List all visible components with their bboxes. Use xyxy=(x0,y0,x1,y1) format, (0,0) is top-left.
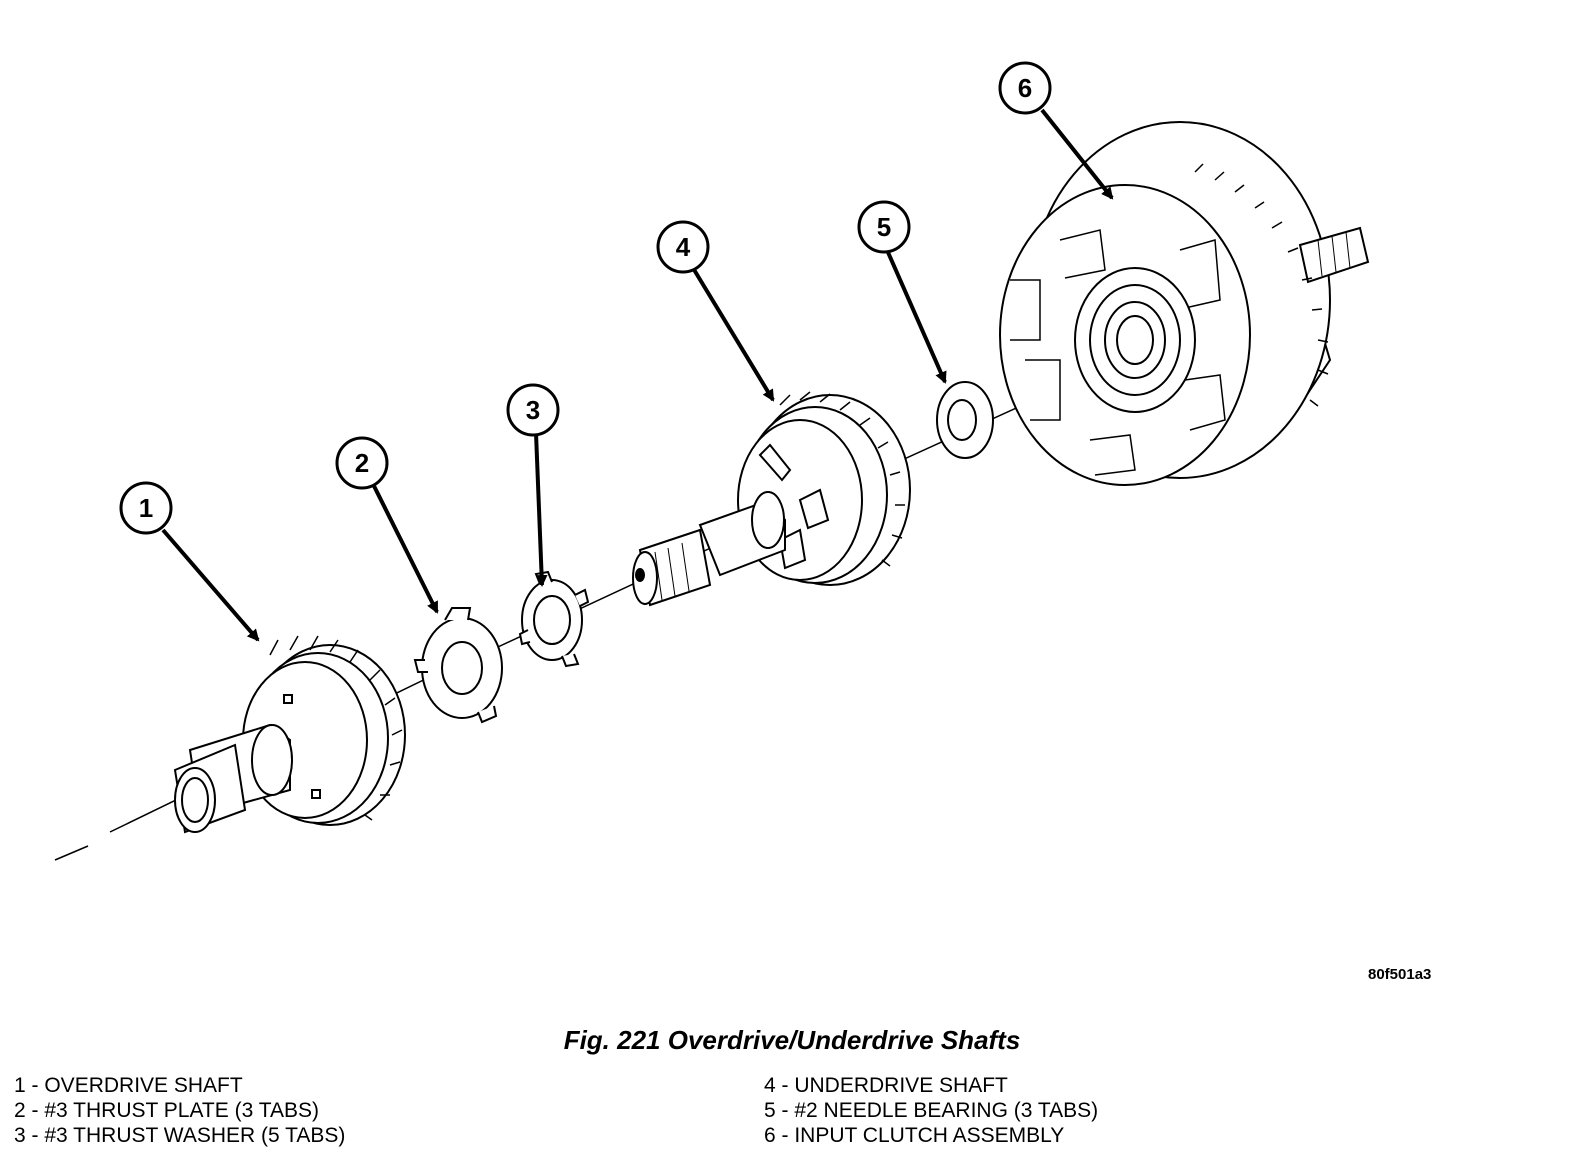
callout-1: 1 xyxy=(119,481,173,535)
legend-text: - #3 THRUST WASHER (5 TABS) xyxy=(25,1124,346,1147)
legend-text: - #3 THRUST PLATE (3 TABS) xyxy=(25,1099,319,1122)
legend-text: - #2 NEEDLE BEARING (3 TABS) xyxy=(775,1099,1099,1122)
callout-2: 2 xyxy=(335,436,389,490)
leader-arrow-6 xyxy=(1040,108,1114,200)
svg-text:4: 4 xyxy=(676,232,691,262)
svg-text:2: 2 xyxy=(355,448,369,478)
callout-5: 5 xyxy=(857,200,911,254)
callout-6: 6 xyxy=(998,61,1052,115)
svg-text:6: 6 xyxy=(1018,73,1032,103)
thrust-washer-part xyxy=(518,570,590,668)
legend-item-3: 3 - #3 THRUST WASHER (5 TABS) xyxy=(14,1123,345,1148)
leader-arrow-3 xyxy=(534,432,548,587)
legend-item-4: 4 - UNDERDRIVE SHAFT xyxy=(764,1073,1098,1098)
underdrive-shaft-part xyxy=(632,391,911,607)
legend-item-6: 6 - INPUT CLUTCH ASSEMBLY xyxy=(764,1123,1098,1148)
legend-number: 2 xyxy=(14,1099,26,1122)
image-code: 80f501a3 xyxy=(1368,966,1432,983)
svg-text:1: 1 xyxy=(139,493,153,523)
input-clutch-assembly-part xyxy=(999,121,1370,486)
callout-4: 4 xyxy=(656,220,710,274)
svg-text:5: 5 xyxy=(877,212,891,242)
figure-caption: Fig. 221 Overdrive/Underdrive Shafts xyxy=(563,1025,1021,1055)
legend-number: 3 xyxy=(14,1124,26,1147)
legend-left-column: 1 - OVERDRIVE SHAFT 2 - #3 THRUST PLATE … xyxy=(14,1073,345,1148)
leader-arrow-2 xyxy=(371,483,439,614)
legend-number: 5 xyxy=(764,1099,776,1122)
exploded-view-drawing: 1 2 3 4 5 6 xyxy=(54,61,1370,861)
legend-number: 4 xyxy=(764,1074,776,1097)
leader-arrow-4 xyxy=(691,266,775,402)
legend-text: - OVERDRIVE SHAFT xyxy=(25,1074,243,1097)
callout-3: 3 xyxy=(506,383,560,437)
svg-text:3: 3 xyxy=(526,395,540,425)
thrust-plate-part xyxy=(413,607,503,724)
leader-arrow-1 xyxy=(161,528,260,642)
legend-number: 6 xyxy=(764,1124,776,1147)
legend-text: - UNDERDRIVE SHAFT xyxy=(775,1074,1008,1097)
overdrive-shaft-part xyxy=(173,635,406,834)
legend-item-5: 5 - #2 NEEDLE BEARING (3 TABS) xyxy=(764,1098,1098,1123)
legend-text: - INPUT CLUTCH ASSEMBLY xyxy=(775,1124,1065,1147)
legend-right-column: 4 - UNDERDRIVE SHAFT 5 - #2 NEEDLE BEARI… xyxy=(764,1073,1098,1148)
legend-item-2: 2 - #3 THRUST PLATE (3 TABS) xyxy=(14,1098,345,1123)
needle-bearing-part xyxy=(936,381,994,459)
legend-item-1: 1 - OVERDRIVE SHAFT xyxy=(14,1073,345,1098)
leader-arrow-5 xyxy=(885,249,947,384)
leader-lines xyxy=(161,108,1114,642)
legend-number: 1 xyxy=(14,1074,26,1097)
